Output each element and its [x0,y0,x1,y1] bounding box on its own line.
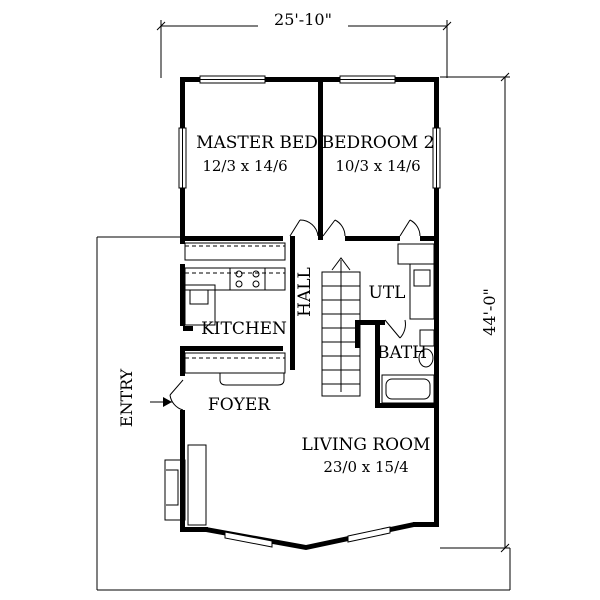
depth-dimension-label: 44'-0" [480,288,499,336]
width-dimension: 25'-10" [156,10,452,78]
master-bed-label: MASTER BED [196,133,318,153]
living-room-label: LIVING ROOM [302,435,431,455]
fireplace [164,444,207,526]
windows [178,75,441,548]
master-bed-size: 12/3 x 14/6 [202,157,287,175]
bath-fixtures [381,329,435,404]
depth-dimension: 44'-0" [440,72,510,553]
kitchen-label: KITCHEN [201,319,287,339]
hall-label: HALL [295,267,315,317]
stair [321,257,361,397]
foyer-label: FOYER [208,395,271,415]
bedroom-2-size: 10/3 x 14/6 [335,157,420,175]
entry-arrow [150,397,172,407]
kitchen-counters [184,242,286,386]
bath-label: BATH [377,343,427,363]
interior-walls [183,80,437,408]
bedroom-2-label: BEDROOM 2 [322,133,435,153]
doors [169,219,421,411]
utility-label: UTL [369,283,406,303]
entry-label: ENTRY [117,368,136,427]
entry-porch-outline [96,236,511,591]
width-dimension-label: 25'-10" [274,10,332,29]
living-room-size: 23/0 x 15/4 [323,458,408,476]
utility-fixtures [397,243,435,320]
